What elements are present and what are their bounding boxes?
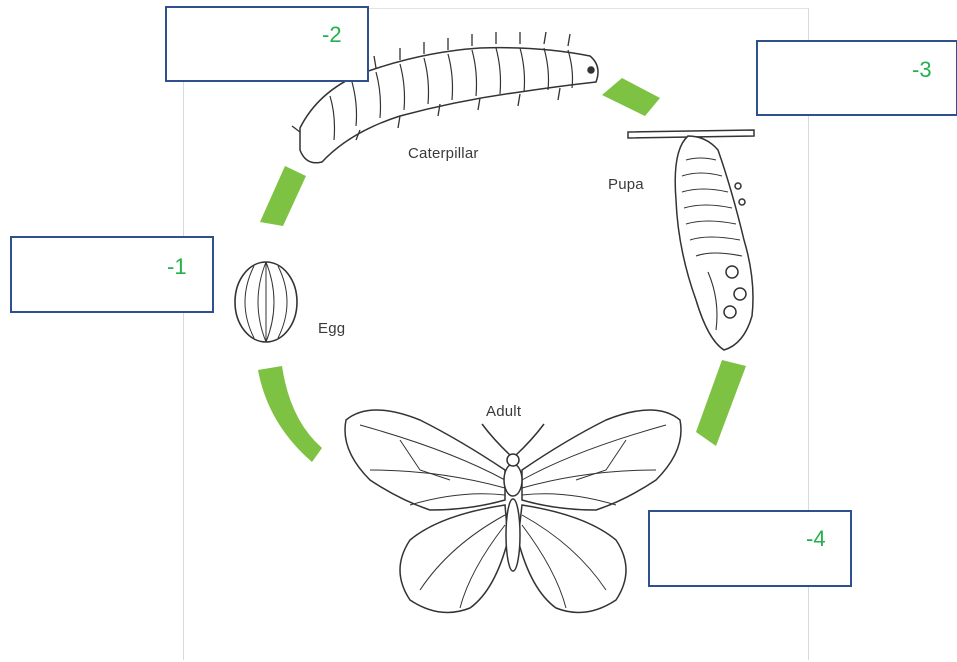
answer-number-4: -4: [806, 528, 826, 550]
arrow-egg-to-caterpillar: [260, 166, 306, 226]
answer-number-2: -2: [322, 24, 342, 46]
arrow-pupa-to-adult: [696, 360, 746, 446]
caterpillar-label: Caterpillar: [408, 145, 479, 162]
pupa-illustration: [628, 130, 754, 350]
pupa-label: Pupa: [608, 176, 644, 193]
egg-label: Egg: [318, 320, 345, 337]
arrow-adult-to-egg: [258, 366, 322, 462]
egg-illustration: [235, 262, 297, 342]
butterfly-illustration: [345, 410, 681, 613]
answer-number-3: -3: [912, 59, 932, 81]
arrow-caterpillar-to-pupa: [602, 78, 660, 116]
adult-label: Adult: [486, 403, 521, 420]
answer-number-1: -1: [167, 256, 187, 278]
